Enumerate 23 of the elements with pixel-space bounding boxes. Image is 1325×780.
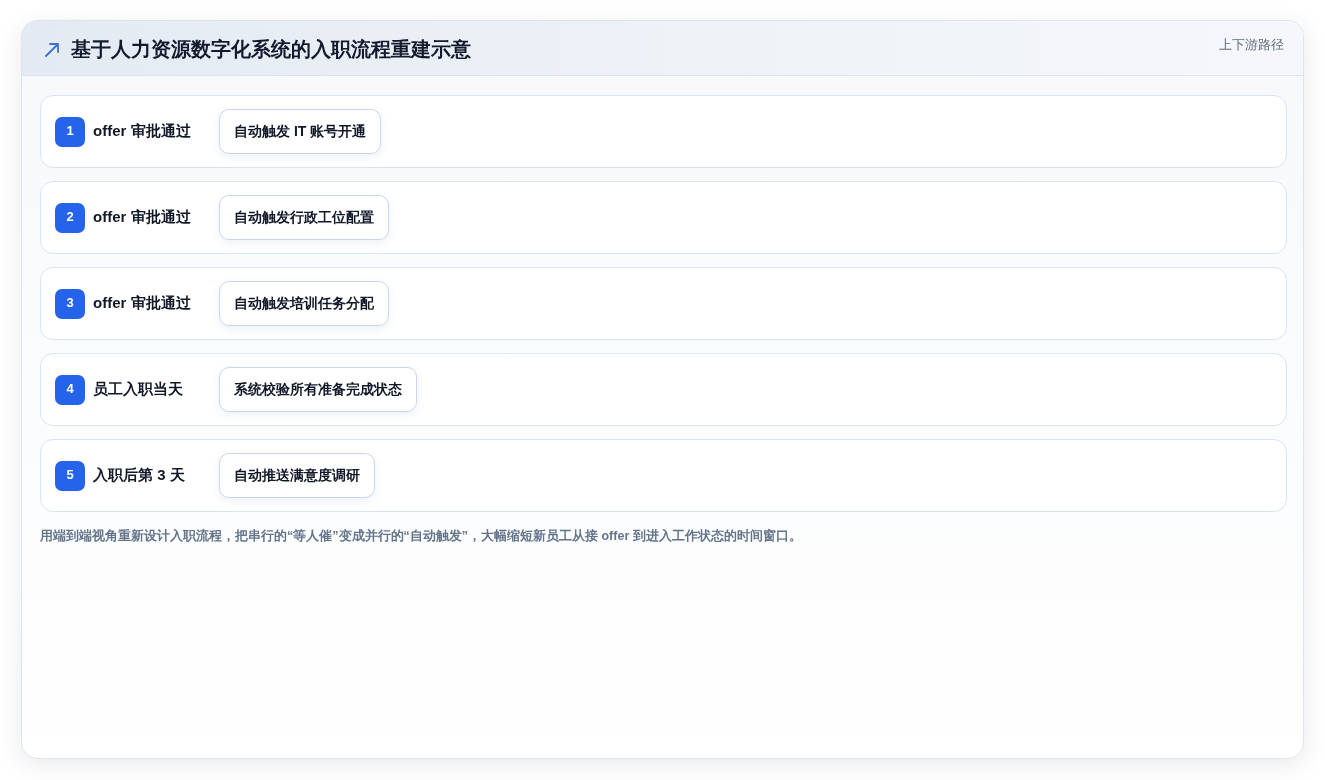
number-badge: 5	[55, 461, 85, 491]
step-label: 入职后第 3 天	[93, 465, 185, 485]
action-box: 系统校验所有准备完成状态	[219, 367, 417, 412]
step-card	[40, 267, 1287, 340]
action-box: 自动触发 IT 账号开通	[219, 109, 382, 154]
number-badge: 3	[55, 289, 85, 319]
step-card	[40, 439, 1287, 512]
action-box: 自动触发行政工位配置	[219, 195, 389, 240]
caption-text: 用端到端视角重新设计入职流程，把串行的“等人催”变成并行的“自动触发”，大幅缩短新员工从接 offer 到进入工作状态的时间窗口。	[40, 527, 802, 545]
step-label: offer 审批通过	[93, 207, 191, 227]
step-label: offer 审批通过	[93, 121, 191, 141]
step-card	[40, 181, 1287, 254]
step-label: 员工入职当天	[93, 379, 183, 399]
number-badge: 2	[55, 203, 85, 233]
step-card	[40, 353, 1287, 426]
step-label: offer 审批通过	[93, 293, 191, 313]
side-note: 上下游路径	[1219, 36, 1284, 54]
number-badge: 4	[55, 375, 85, 405]
action-box: 自动推送满意度调研	[219, 453, 375, 498]
step-card	[40, 95, 1287, 168]
action-box: 自动触发培训任务分配	[219, 281, 389, 326]
diagram-title: 基于人力资源数字化系统的入职流程重建示意	[71, 37, 471, 62]
number-badge: 1	[55, 117, 85, 147]
